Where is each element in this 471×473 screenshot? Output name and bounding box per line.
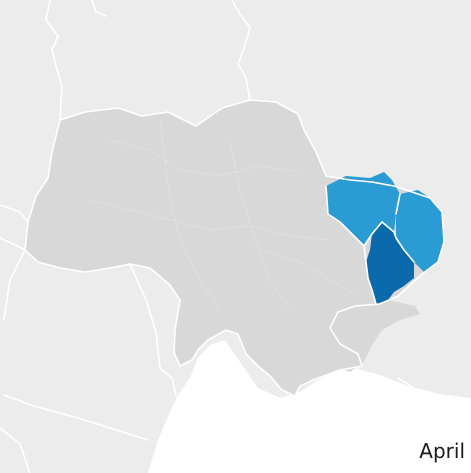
neighbor-border [3,394,149,441]
neighbor-border [129,263,177,396]
country-base [25,100,444,396]
neighbor-border [397,377,471,403]
neighbor-border [0,204,29,223]
neighbor-border [3,249,26,321]
internal-region-border [109,139,301,177]
region-highlight-light-east [396,190,444,272]
neighbor-border [45,0,63,121]
internal-region-border [89,199,331,241]
neighbor-border [91,0,107,17]
neighbor-border [231,0,251,101]
month-label: April [419,439,465,463]
region-border [325,185,377,305]
region-highlight-dark [366,222,414,304]
region-highlight-light-west [326,172,400,246]
neighbor-border [0,427,31,473]
neighbor-border [0,237,26,251]
region-border [395,193,401,215]
internal-region-border [229,139,291,311]
country-outline [24,99,445,397]
region-border [363,221,415,263]
sea-area [148,340,471,473]
internal-region-border [159,119,221,311]
internal-region-border [259,249,357,297]
